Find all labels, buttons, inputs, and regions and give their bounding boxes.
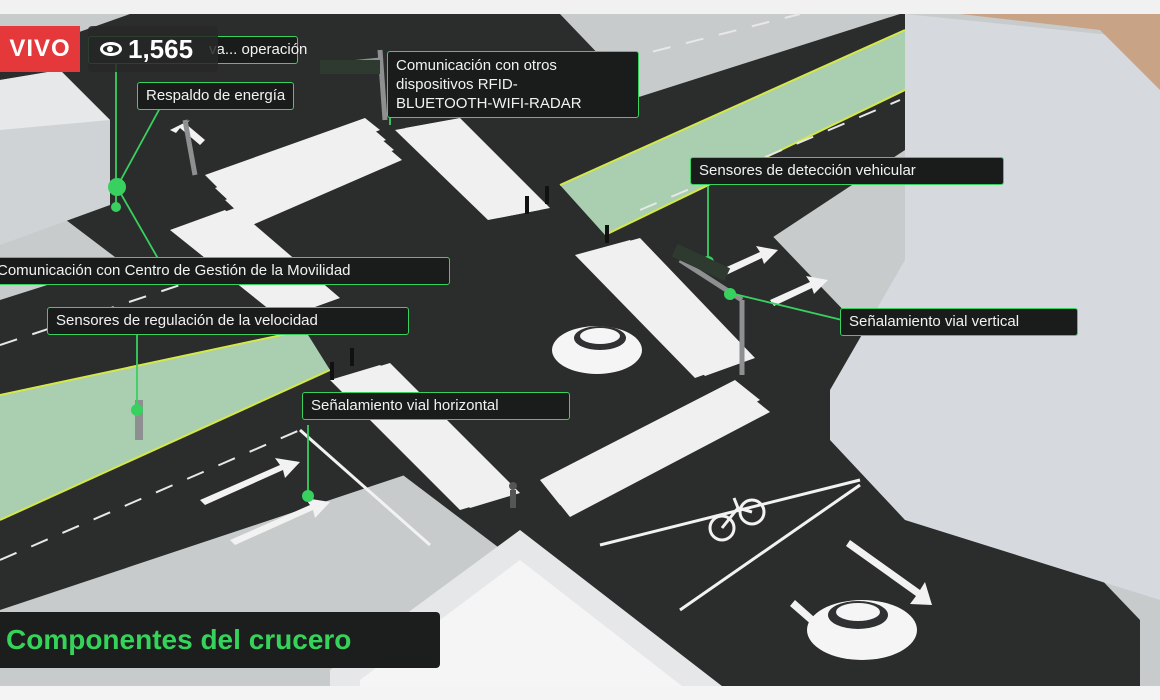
callout-centro-gestion: Comunicación con Centro de Gestión de la… (0, 257, 450, 285)
bottom-strip (0, 686, 1160, 700)
bike-lane-upper (560, 30, 905, 235)
crosswalk-east (395, 118, 755, 378)
bike-symbol (708, 497, 766, 542)
video-title-box: Componentes del crucero (0, 612, 440, 668)
top-strip (0, 0, 1160, 14)
viewer-count: 1,565 (128, 33, 194, 64)
callout-centro-gestion-text: Comunicación con Centro de Gestión de la… (0, 262, 351, 279)
live-badge-label: VIVO (9, 35, 71, 62)
callout-operacion-text: va... operación (209, 41, 308, 58)
callout-respaldo-energia-text: Respaldo de energía (146, 87, 286, 104)
callout-senalamiento-horizontal: Señalamiento vial horizontal (302, 392, 570, 420)
callout-comunicacion-line-1: Comunicación con otros (396, 57, 557, 74)
callout-regulacion-velocidad-text: Sensores de regulación de la velocidad (56, 312, 318, 329)
car-center (552, 326, 642, 374)
callout-comunicacion-line-2: dispositivos RFID- (396, 76, 518, 93)
callout-senalamiento-horizontal-text: Señalamiento vial horizontal (311, 397, 499, 414)
viewer-count-pill: 1,565 (88, 26, 218, 72)
speed-sensor-post (135, 400, 143, 440)
car-bottom (807, 600, 917, 660)
pedestrian (509, 482, 517, 508)
traffic-signal-head (320, 60, 380, 74)
callout-senalamiento-vertical-text: Señalamiento vial vertical (849, 313, 1020, 330)
callout-respaldo-energia: Respaldo de energía (137, 82, 295, 110)
stop-lines (299, 428, 861, 612)
crosswalk-north (205, 118, 402, 226)
lane-markings (0, 13, 901, 561)
callout-senalamiento-vertical: Señalamiento vial vertical (840, 308, 1078, 336)
live-badge: VIVO (0, 26, 80, 72)
roof-brown (960, 14, 1160, 90)
eye-icon (100, 42, 122, 56)
callout-deteccion-vehicular: Sensores de detección vehicular (690, 157, 1004, 185)
callout-regulacion-velocidad: Sensores de regulación de la velocidad (47, 307, 409, 335)
video-title: Componentes del crucero (6, 624, 352, 655)
callout-comunicacion-line-3: BLUETOOTH-WIFI-RADAR (396, 95, 582, 112)
traffic-sign-plate (671, 243, 731, 282)
callout-dots (108, 178, 736, 502)
callout-comunicacion-dispositivos: Comunicación con otros dispositivos RFID… (387, 51, 639, 118)
road-arrows (170, 120, 932, 655)
bollards (330, 186, 609, 380)
callout-deteccion-vehicular-text: Sensores de detección vehicular (699, 162, 916, 179)
